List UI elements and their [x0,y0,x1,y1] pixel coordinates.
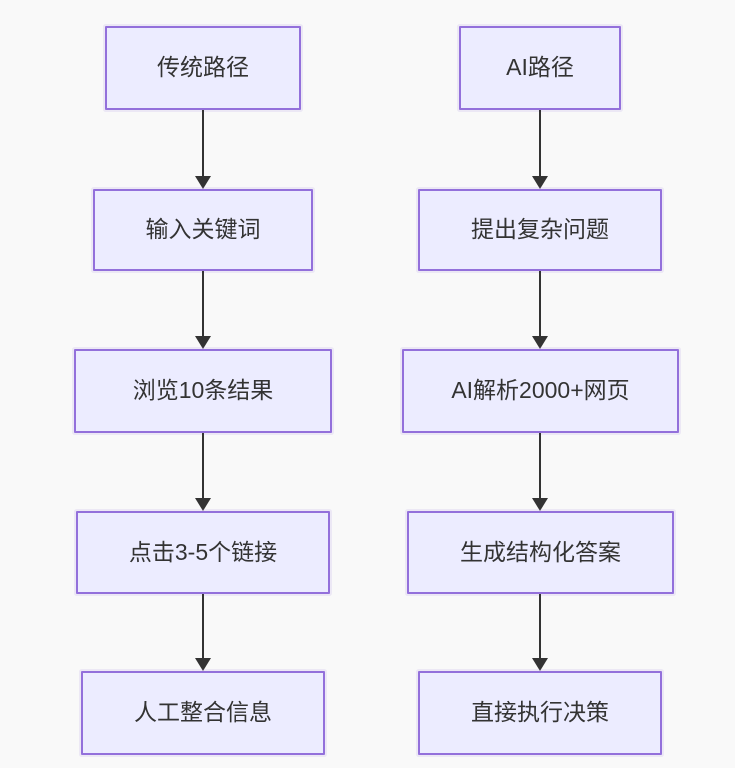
arrow-shaft [539,110,541,176]
node-label: AI解析2000+网页 [451,377,630,404]
node-generate-structured-answer: 生成结构化答案 [407,511,674,594]
node-ai-parse-2000-pages: AI解析2000+网页 [402,349,679,433]
arrowhead-icon [195,176,211,189]
node-label: 直接执行决策 [471,699,609,726]
arrowhead-icon [532,498,548,511]
arrowhead-icon [195,498,211,511]
node-label: 提出复杂问题 [471,216,609,243]
node-ask-complex-question: 提出复杂问题 [418,189,662,271]
node-label: 生成结构化答案 [460,538,621,565]
node-label: 输入关键词 [145,216,261,243]
node-label: 点击3-5个链接 [128,538,278,565]
node-label: 浏览10条结果 [132,377,274,404]
arrowhead-icon [532,176,548,189]
node-manual-integration: 人工整合信息 [81,671,325,755]
arrow-shaft [202,271,204,336]
arrow-shaft [539,433,541,498]
node-label: AI路径 [506,54,574,81]
arrow-shaft [202,594,204,658]
arrow-shaft [202,110,204,176]
arrowhead-icon [195,336,211,349]
arrow-down-icon [532,433,548,511]
arrow-down-icon [532,271,548,349]
arrowhead-icon [532,336,548,349]
arrow-shaft [202,433,204,498]
arrow-down-icon [195,594,211,671]
node-input-keywords: 输入关键词 [93,189,313,271]
node-click-3-5-links: 点击3-5个链接 [76,511,330,594]
arrow-shaft [539,271,541,336]
node-label: 人工整合信息 [134,699,272,726]
arrow-down-icon [532,110,548,189]
arrowhead-icon [195,658,211,671]
arrow-down-icon [195,110,211,189]
node-traditional-path: 传统路径 [105,26,301,110]
arrow-down-icon [195,271,211,349]
node-execute-decision: 直接执行决策 [418,671,662,755]
arrow-shaft [539,594,541,658]
node-label: 传统路径 [157,54,249,81]
arrowhead-icon [532,658,548,671]
node-browse-10-results: 浏览10条结果 [74,349,332,433]
arrow-down-icon [195,433,211,511]
node-ai-path: AI路径 [459,26,621,110]
arrow-down-icon [532,594,548,671]
